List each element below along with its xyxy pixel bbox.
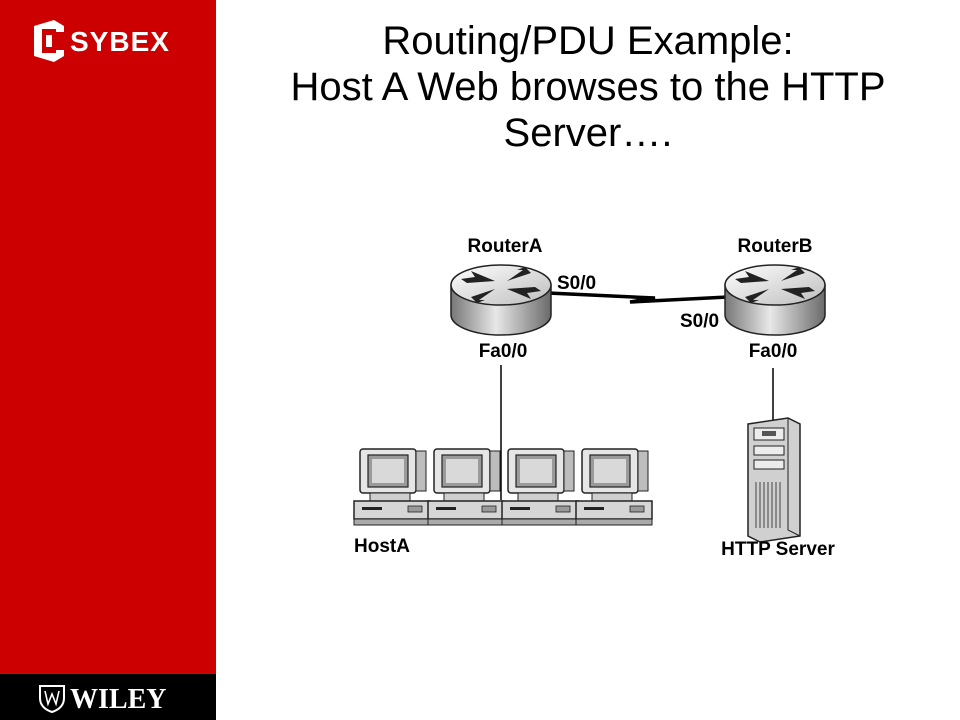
- sybex-logo: SYBEX: [34, 20, 170, 62]
- router-a-icon: [450, 264, 552, 336]
- slide-title: Routing/PDU Example: Host A Web browses …: [216, 18, 960, 156]
- sybex-logo-text: SYBEX: [70, 26, 170, 57]
- router-a-fa-label: Fa0/0: [479, 341, 528, 362]
- http-server-icon: [747, 417, 801, 543]
- network-diagram: RouterA RouterB S0/0 S0/0 Fa0/0 Fa0/0 Ho…: [353, 236, 835, 560]
- title-line-3: Server….: [503, 111, 673, 155]
- router-b-label: RouterB: [738, 236, 813, 257]
- workstation-2-icon: [427, 448, 505, 526]
- wiley-emblem-icon: [39, 685, 65, 714]
- router-b-serial-label: S0/0: [680, 311, 719, 332]
- router-a-label: RouterA: [468, 236, 543, 257]
- router-a-serial-label: S0/0: [557, 273, 596, 294]
- workstation-3-icon: [501, 448, 579, 526]
- router-b-fa-label: Fa0/0: [749, 341, 798, 362]
- host-a-label: HostA: [354, 536, 410, 557]
- workstation-4-icon: [575, 448, 653, 526]
- footer-bar: [0, 674, 216, 720]
- red-sidebar: [0, 0, 216, 674]
- serial-wan-link: [547, 291, 729, 304]
- title-line-2: Host A Web browses to the HTTP: [290, 65, 886, 109]
- wiley-logo: WILEY: [39, 684, 166, 714]
- sybex-emblem-icon: [34, 20, 64, 62]
- workstation-1-icon: [353, 448, 431, 526]
- router-b-icon: [724, 264, 826, 336]
- wiley-logo-text: WILEY: [70, 684, 166, 714]
- http-server-label: HTTP Server: [721, 539, 835, 560]
- title-line-1: Routing/PDU Example:: [382, 19, 794, 63]
